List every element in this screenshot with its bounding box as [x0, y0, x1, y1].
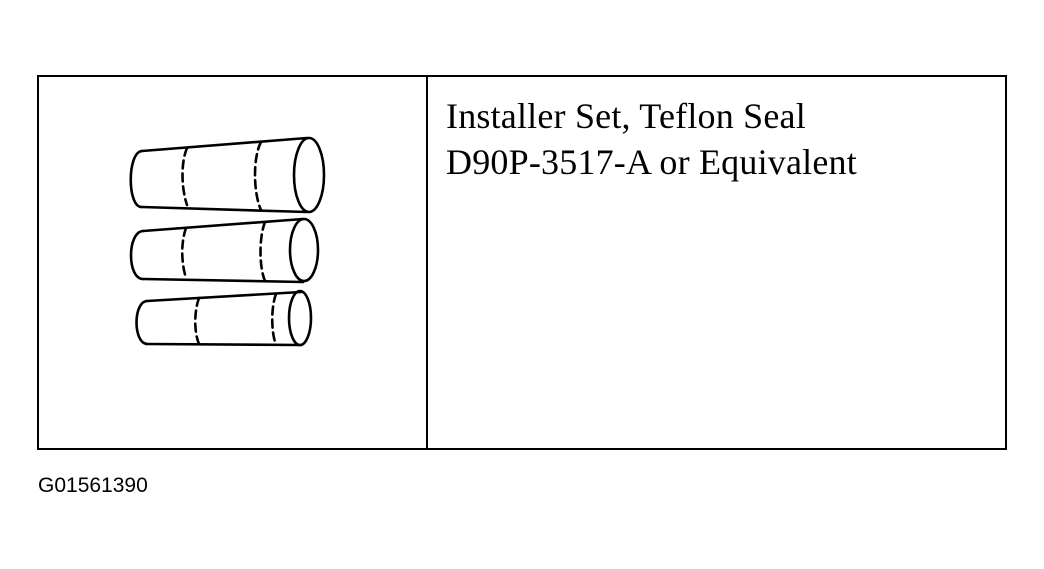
tool-illustration-frame: Installer Set, Teflon Seal D90P-3517-A o…	[37, 75, 1007, 450]
tool-name: Installer Set, Teflon Seal	[446, 96, 806, 136]
installer-middle-icon	[129, 217, 320, 284]
figure-id: G01561390	[38, 474, 148, 497]
installer-set-illustration	[39, 77, 426, 448]
column-divider	[426, 77, 428, 448]
installer-top-icon	[129, 136, 326, 214]
installer-bottom-icon	[135, 289, 313, 347]
tool-part-number: D90P-3517-A or Equivalent	[446, 142, 857, 182]
tool-description: Installer Set, Teflon Seal D90P-3517-A o…	[446, 93, 986, 185]
